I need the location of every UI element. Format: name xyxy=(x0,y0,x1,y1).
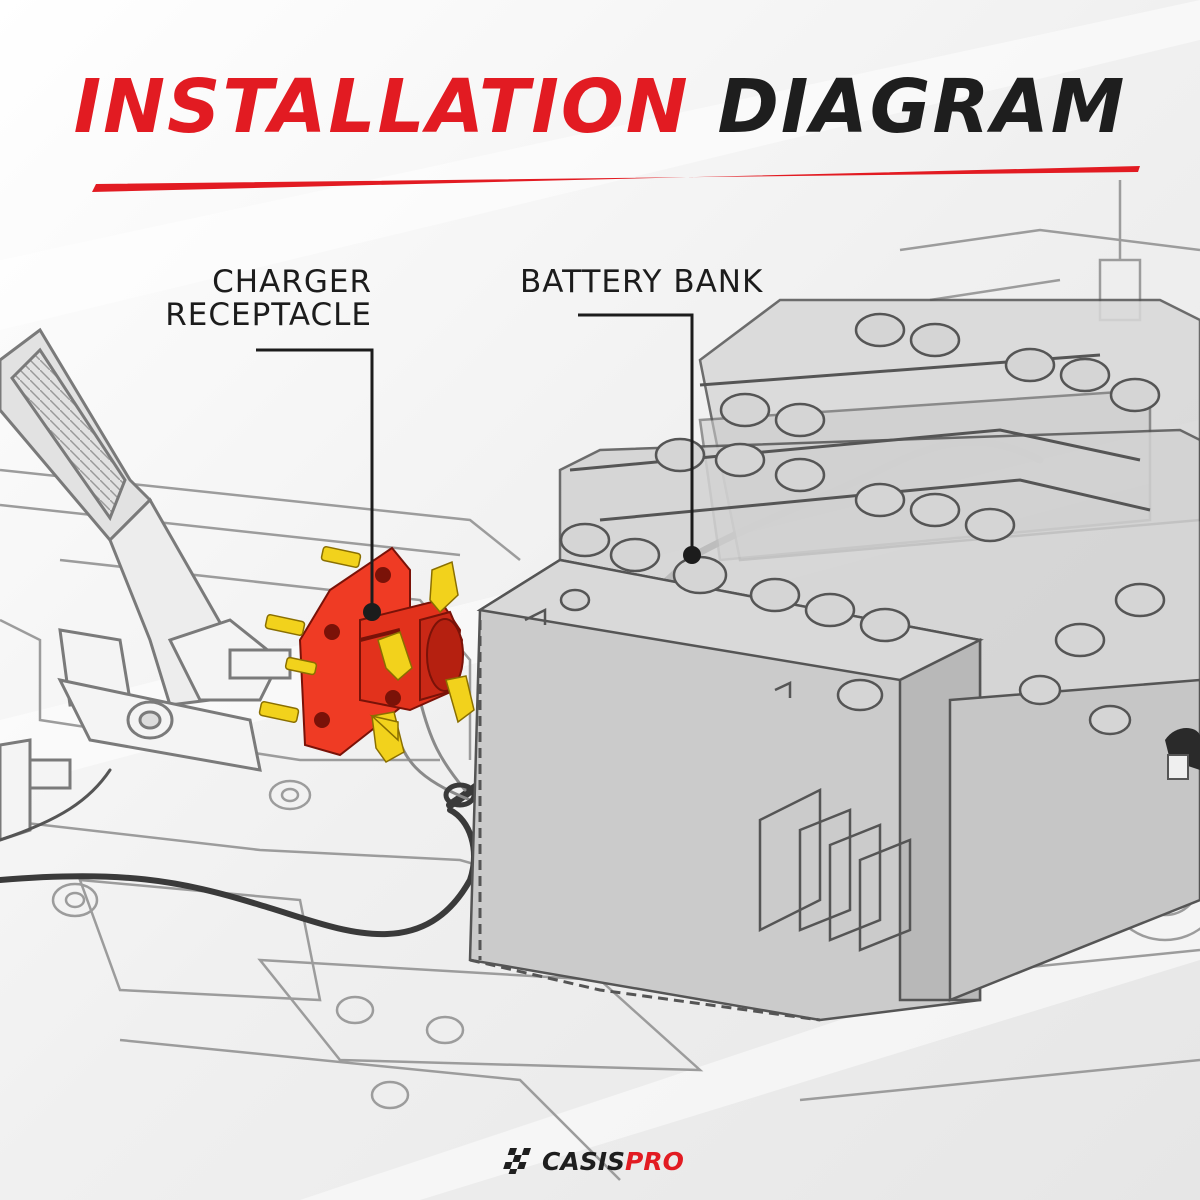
charger-leader-dot xyxy=(363,603,381,621)
fasteners xyxy=(258,546,475,763)
charger-receptacle-label: CHARGER RECEPTACLE xyxy=(162,264,372,334)
charger-leader-line xyxy=(256,348,374,612)
charger-receptacle xyxy=(298,546,464,757)
battery-leader-dot xyxy=(683,546,701,564)
brand-logo: CASISPRO xyxy=(500,1148,684,1174)
page-title: INSTALLATION DIAGRAM xyxy=(0,70,1200,144)
checkered-flag-icon xyxy=(503,1148,531,1174)
battery-bank-label: BATTERY BANK xyxy=(520,264,764,300)
brand-name-part1: CASIS xyxy=(542,1146,626,1176)
charger-label-line1: CHARGER xyxy=(212,264,372,300)
brand-name: CASISPRO xyxy=(542,1149,684,1174)
charger-label-line2: RECEPTACLE xyxy=(165,297,372,334)
right-edge-connector xyxy=(1165,728,1200,780)
callout-leaders xyxy=(256,313,694,612)
title-underline xyxy=(92,166,1140,192)
brand-name-part2: PRO xyxy=(625,1146,684,1176)
title-part-installation: INSTALLATION xyxy=(73,64,690,150)
battery-bank xyxy=(468,298,1200,1022)
battery-label-line1: BATTERY BANK xyxy=(520,264,764,300)
battery-leader-line xyxy=(578,313,694,555)
title-part-diagram: DIAGRAM xyxy=(717,64,1127,150)
